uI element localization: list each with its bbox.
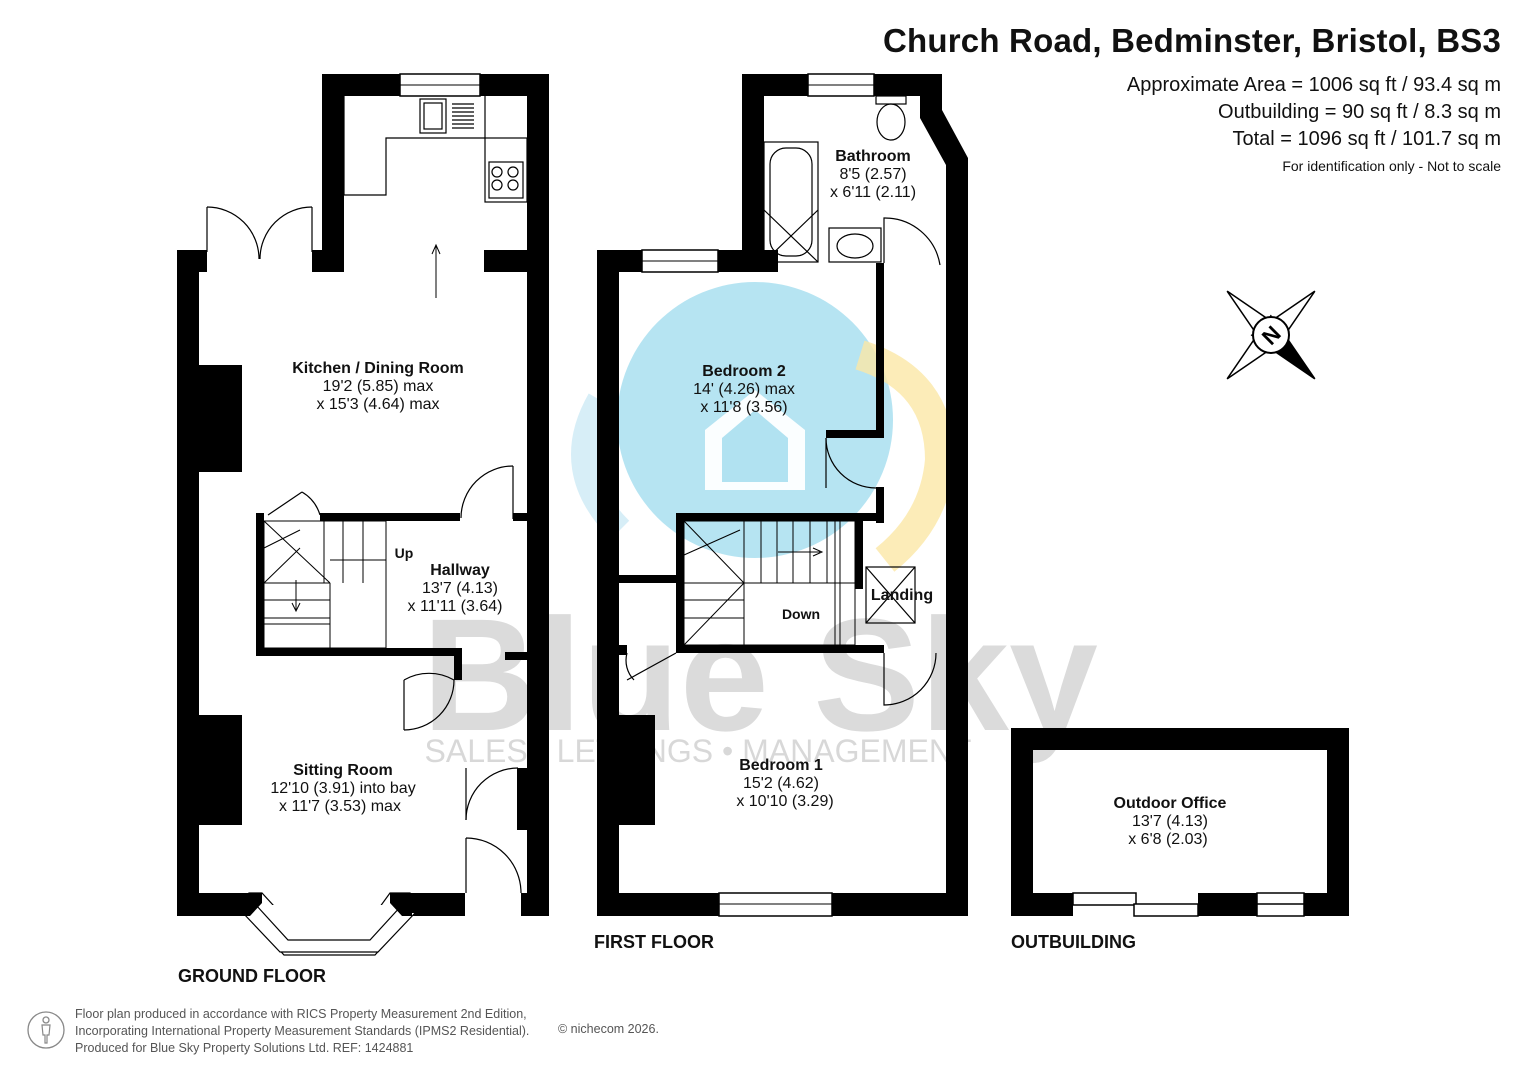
ground-floor-label: GROUND FLOOR — [178, 966, 326, 986]
person-icon — [27, 1011, 65, 1049]
outbuilding-area: Outbuilding = 90 sq ft / 8.3 sq m — [1218, 101, 1501, 123]
ground-floor-walls — [177, 74, 549, 916]
stairs-up-label: Up — [395, 545, 414, 561]
compass-icon: N — [1226, 290, 1316, 380]
bathroom-name: Bathroom — [835, 148, 911, 165]
bay-piers — [240, 893, 412, 916]
bedroom2-dim2: x 11'8 (3.56) — [700, 399, 787, 416]
outbuilding-windows — [1072, 892, 1305, 917]
watermark-house-inner — [722, 410, 788, 482]
bedroom2-label: Bedroom 2 14' (4.26) max x 11'8 (3.56) — [693, 363, 795, 416]
approximate-area: Approximate Area = 1006 sq ft / 93.4 sq … — [1126, 74, 1501, 96]
outbuilding-label: OUTBUILDING — [1011, 932, 1136, 952]
hallway-dim2: x 11'11 (3.64) — [408, 598, 503, 615]
first-floor-doors — [625, 437, 937, 706]
hallway-label: Hallway 13'7 (4.13) x 11'11 (3.64) — [408, 562, 503, 615]
sitting-room-dim1: 12'10 (3.91) into bay — [270, 780, 415, 797]
kitchen-dining-label: Kitchen / Dining Room 19'2 (5.85) max x … — [292, 360, 464, 413]
landing-name: Landing — [871, 587, 933, 604]
sitting-room-dim2: x 11'7 (3.53) max — [279, 798, 401, 815]
bathroom-label: Bathroom 8'5 (2.57) x 6'11 (2.11) — [830, 148, 916, 201]
bedroom2-name: Bedroom 2 — [702, 363, 786, 380]
kitchen-dining-dim1: 19'2 (5.85) max — [323, 378, 434, 395]
hallway-dim1: 13'7 (4.13) — [422, 580, 498, 597]
bathroom-dim2: x 6'11 (2.11) — [830, 184, 916, 201]
bedroom1-dim2: x 10'10 (3.29) — [736, 793, 833, 810]
hallway-name: Hallway — [430, 562, 490, 579]
hob-icon — [488, 161, 524, 199]
first-staircase — [683, 520, 856, 646]
outbuilding-plan: Outdoor Office 13'7 (4.13) x 6'8 (2.03) … — [1011, 728, 1349, 952]
sink-drainer-icon — [452, 103, 474, 129]
outdoor-office-name: Outdoor Office — [1114, 795, 1227, 812]
watermark-tagline: SALES • LETTINGS • MANAGEMENT — [425, 733, 972, 769]
hallway-door — [267, 465, 522, 894]
blue-sky-watermark: Blue Sky SALES • LETTINGS • MANAGEMENT — [422, 282, 1098, 769]
copyright: © nichecom 2026. — [558, 1022, 659, 1036]
bay-window — [242, 892, 416, 956]
loft-hatch — [865, 566, 916, 624]
french-doors — [206, 206, 313, 260]
kitchen-dining-name: Kitchen / Dining Room — [292, 360, 464, 377]
first-floor-walls — [597, 74, 968, 916]
bathroom-fittings — [763, 95, 941, 266]
stairs-down-label: Down — [782, 606, 820, 622]
outbuilding-walls — [1011, 728, 1349, 916]
first-floor-label: FIRST FLOOR — [594, 932, 714, 952]
sitting-room-label: Sitting Room 12'10 (3.91) into bay x 11'… — [270, 762, 415, 815]
first-floor-plan: Bathroom 8'5 (2.57) x 6'11 (2.11) Bedroo… — [594, 73, 968, 952]
bedroom2-dim1: 14' (4.26) max — [693, 381, 795, 398]
kitchen-units — [343, 96, 528, 203]
outdoor-office-dim2: x 6'8 (2.03) — [1128, 831, 1208, 848]
outdoor-office-label: Outdoor Office 13'7 (4.13) x 6'8 (2.03) — [1114, 795, 1227, 848]
bedroom1-label: Bedroom 1 15'2 (4.62) x 10'10 (3.29) — [736, 757, 833, 810]
ground-staircase — [263, 520, 387, 649]
kitchen-dining-dim2: x 15'3 (4.64) max — [316, 396, 439, 413]
footer-line-3: Produced for Blue Sky Property Solutions… — [75, 1041, 414, 1055]
sitting-room-name: Sitting Room — [293, 762, 393, 779]
total-area: Total = 1096 sq ft / 101.7 sq m — [1232, 128, 1502, 150]
property-title: Church Road, Bedminster, Bristol, BS3 — [882, 22, 1501, 59]
footer-line-2: Incorporating International Property Mea… — [75, 1024, 530, 1038]
footer-notes: Floor plan produced in accordance with R… — [75, 1006, 529, 1057]
scale-note: For identification only - Not to scale — [1282, 158, 1501, 174]
outdoor-office-dim1: 13'7 (4.13) — [1132, 813, 1208, 830]
ground-floor-plan: Kitchen / Dining Room 19'2 (5.85) max x … — [177, 73, 549, 986]
footer-line-1: Floor plan produced in accordance with R… — [75, 1007, 527, 1021]
bedroom1-name: Bedroom 1 — [739, 757, 823, 774]
bathroom-dim1: 8'5 (2.57) — [839, 166, 906, 183]
watermark-sun-arc — [855, 340, 956, 572]
bedroom1-dim1: 15'2 (4.62) — [743, 775, 819, 792]
